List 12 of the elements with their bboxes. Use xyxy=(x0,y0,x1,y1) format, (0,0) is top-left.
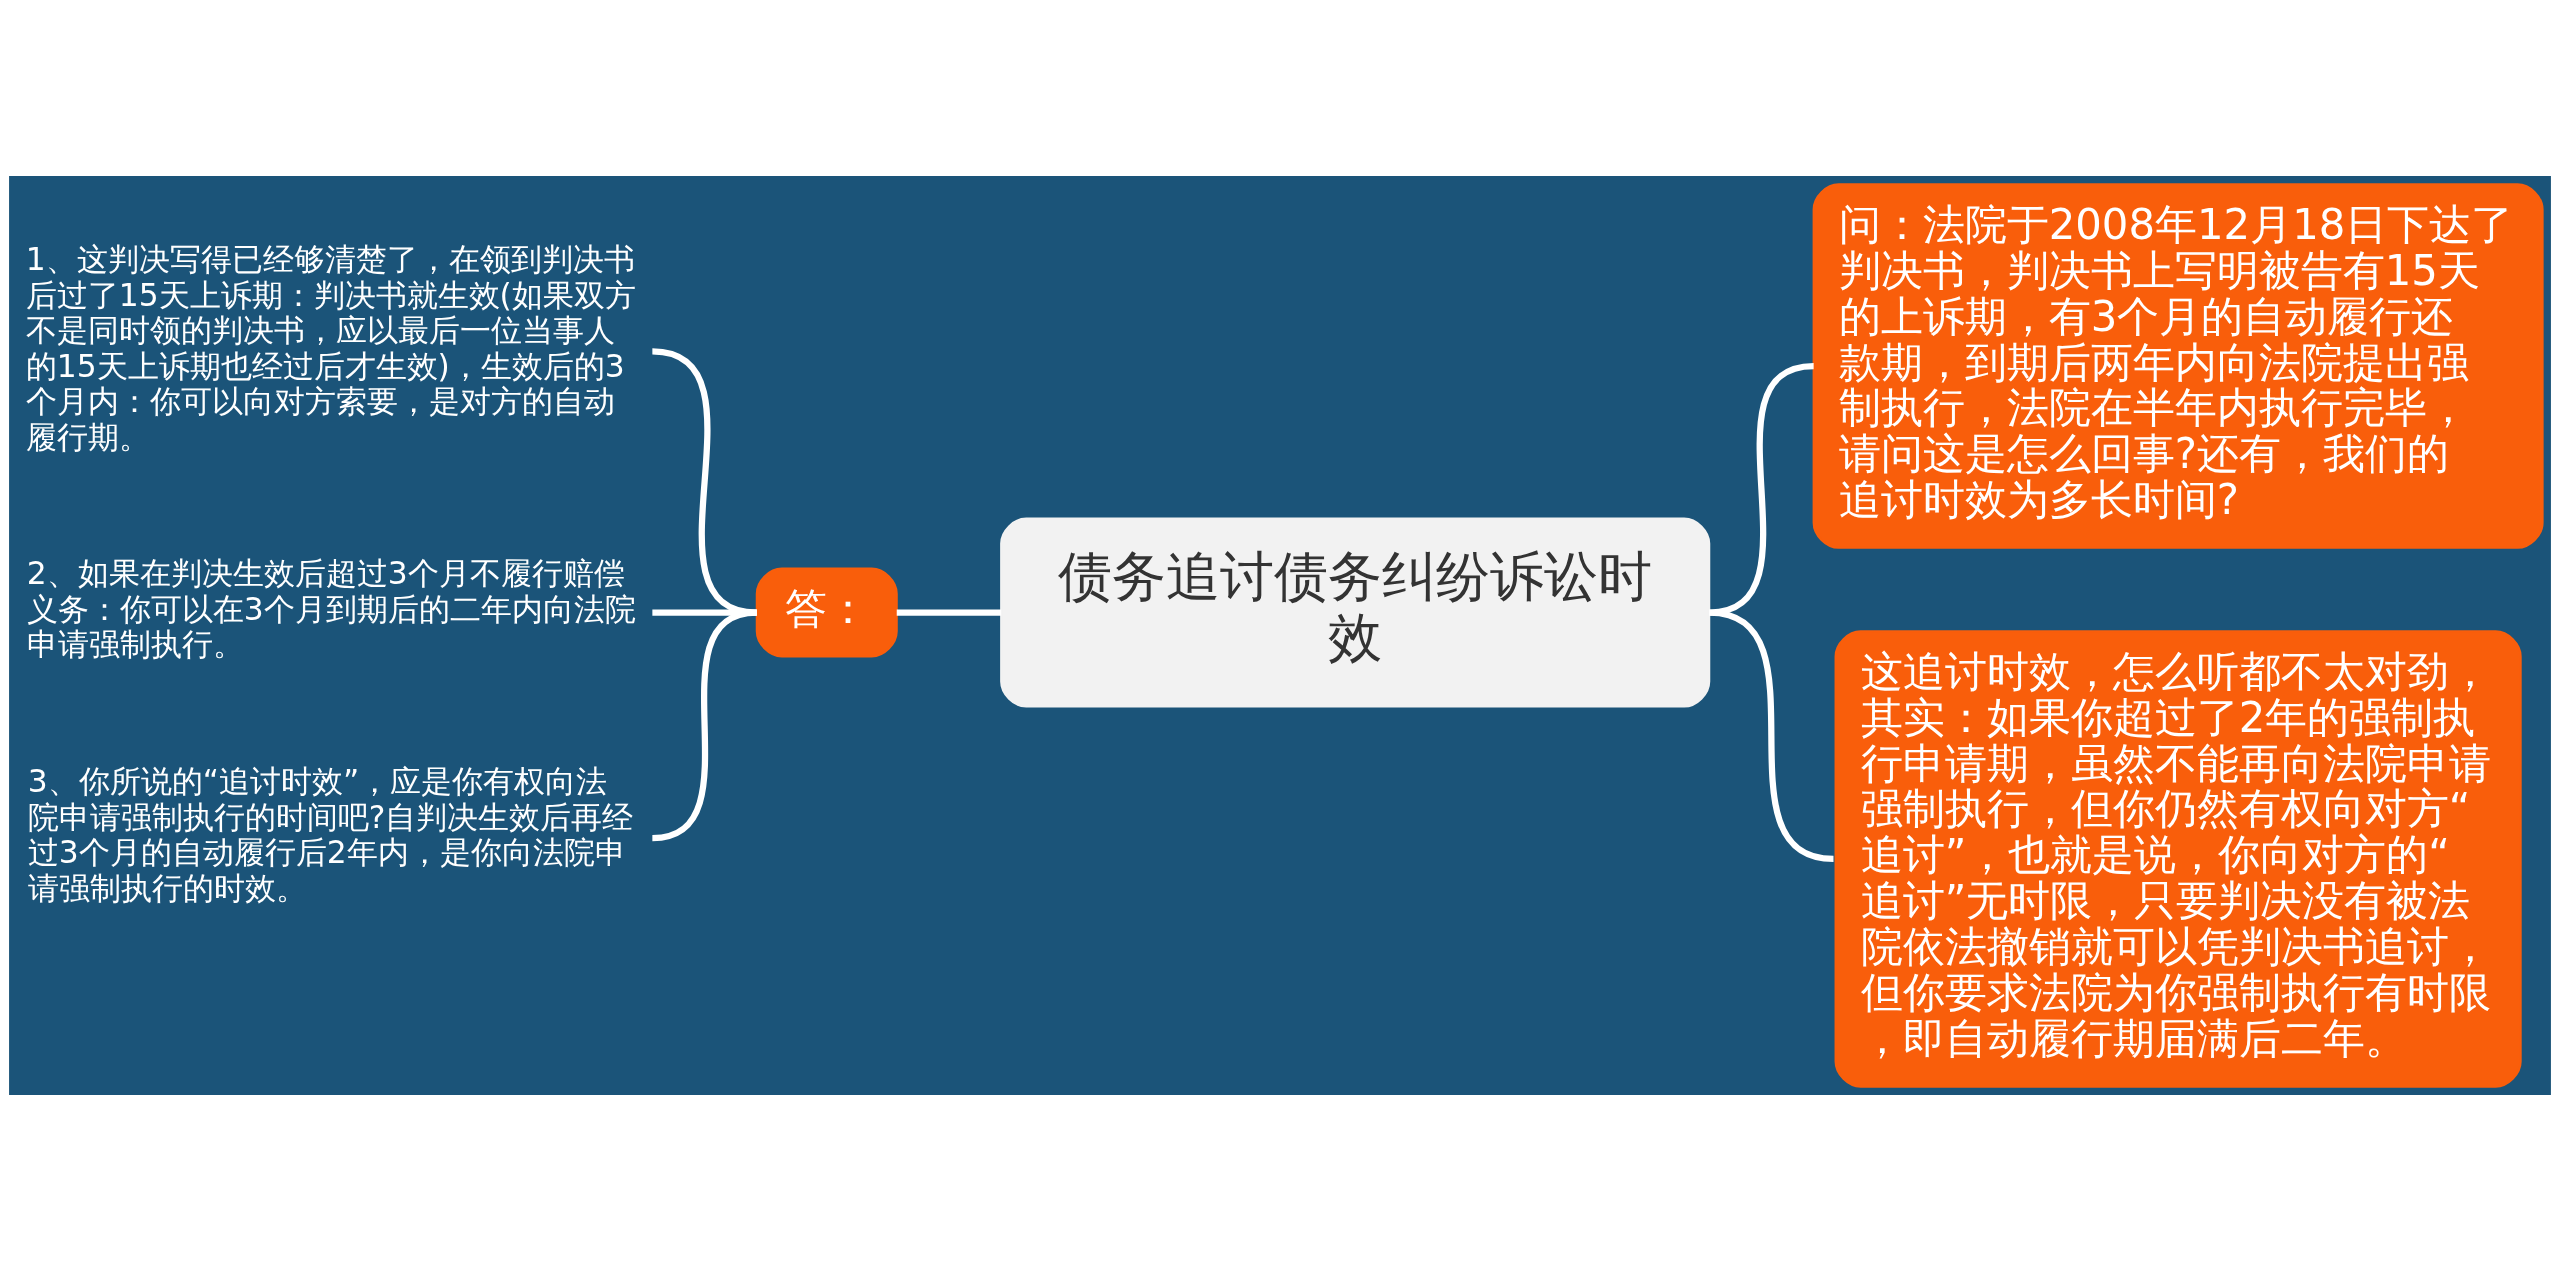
connector xyxy=(651,348,758,616)
node-box: 债务追讨债务纠纷诉讼时效 xyxy=(1000,517,1711,708)
connector xyxy=(651,609,758,842)
connector xyxy=(1708,609,1835,863)
node-text: 3、你所说的“追讨时效”，应是你有权向法院申请强制执行的时间吧?自判决生效后再经过3个月的自动履行后2年内，是你向法院申请强制执行的时效。 xyxy=(27,763,634,906)
node-text: 2、如果在判决生效后超过3个月不履行赔偿义务：你可以在3个月到期后的二年内向法院申请强制执行。 xyxy=(26,555,636,663)
connector xyxy=(652,609,757,616)
node-box: 问：法院于2008年12月18日下达了判决书，判决书上写明被告有15天的上诉期，有3个月的自动履行还款期，到期后两年内向法院提出强制执行，法院在半年内执行完毕，请问这是怎么回事?还有，我们的追讨时效为多长时间? xyxy=(1812,183,2544,549)
node-text: 1、这判决写得已经够清楚了，在领到判决书后过了15天上诉期：判决书就生效(如果双方不是同时领的判决书，应以最后一位当事人的15天上诉期也经过后才生效)，生效后的3个月内：你可以向对方索要，是对方的自动履行期。 xyxy=(25,240,636,455)
connector xyxy=(896,609,1002,616)
node-box: 这追讨时效，怎么听都不太对劲，其实：如果你超过了2年的强制执行申请期，虽然不能再向法院申请强制执行，但你仍然有权向对方“追讨”，也就是说，你向对方的“追讨”无时限，只要判决没有被法院依法撤销就可以凭判决书追讨，但你要求法院为你强制执行有时限，即自动履行期届满后二年。 xyxy=(1834,630,2522,1088)
node-box: 答： xyxy=(755,567,898,658)
